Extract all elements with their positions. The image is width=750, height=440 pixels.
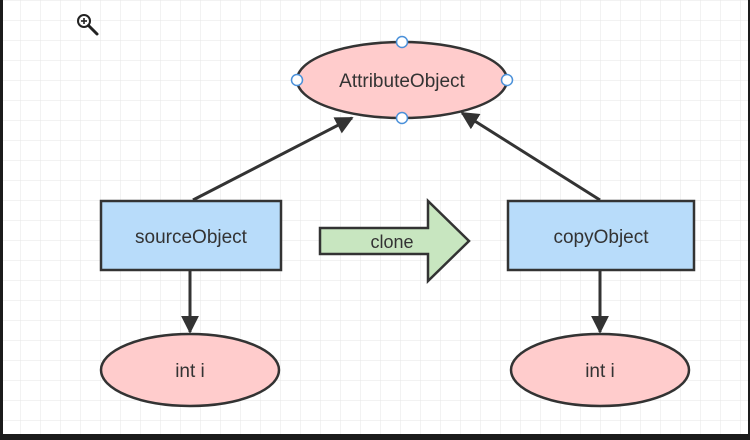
node-attribute-object[interactable]: AttributeObject — [290, 35, 514, 125]
node-copy-object-label: copyObject — [553, 227, 649, 248]
selection-handle-bottom[interactable] — [395, 111, 409, 125]
selection-handle-right[interactable] — [500, 73, 514, 87]
node-copy-int-label: int i — [585, 361, 615, 382]
node-copy-int[interactable]: int i — [509, 332, 691, 408]
selection-handle-left[interactable] — [290, 73, 304, 87]
node-copy-object[interactable]: copyObject — [506, 199, 696, 272]
node-source-int[interactable]: int i — [99, 332, 281, 408]
node-attribute-object-label: AttributeObject — [339, 71, 465, 92]
node-source-object-label: sourceObject — [135, 227, 248, 248]
node-source-object[interactable]: sourceObject — [99, 199, 283, 272]
edge-copy-to-attribute[interactable] — [460, 111, 601, 202]
clone-arrow[interactable]: clone — [318, 198, 471, 284]
selection-handle-top[interactable] — [395, 35, 409, 49]
edge-source-to-attribute[interactable] — [192, 116, 354, 202]
clone-arrow-label: clone — [370, 232, 413, 252]
node-source-int-label: int i — [175, 361, 205, 382]
zoom-in-icon[interactable] — [77, 14, 99, 36]
